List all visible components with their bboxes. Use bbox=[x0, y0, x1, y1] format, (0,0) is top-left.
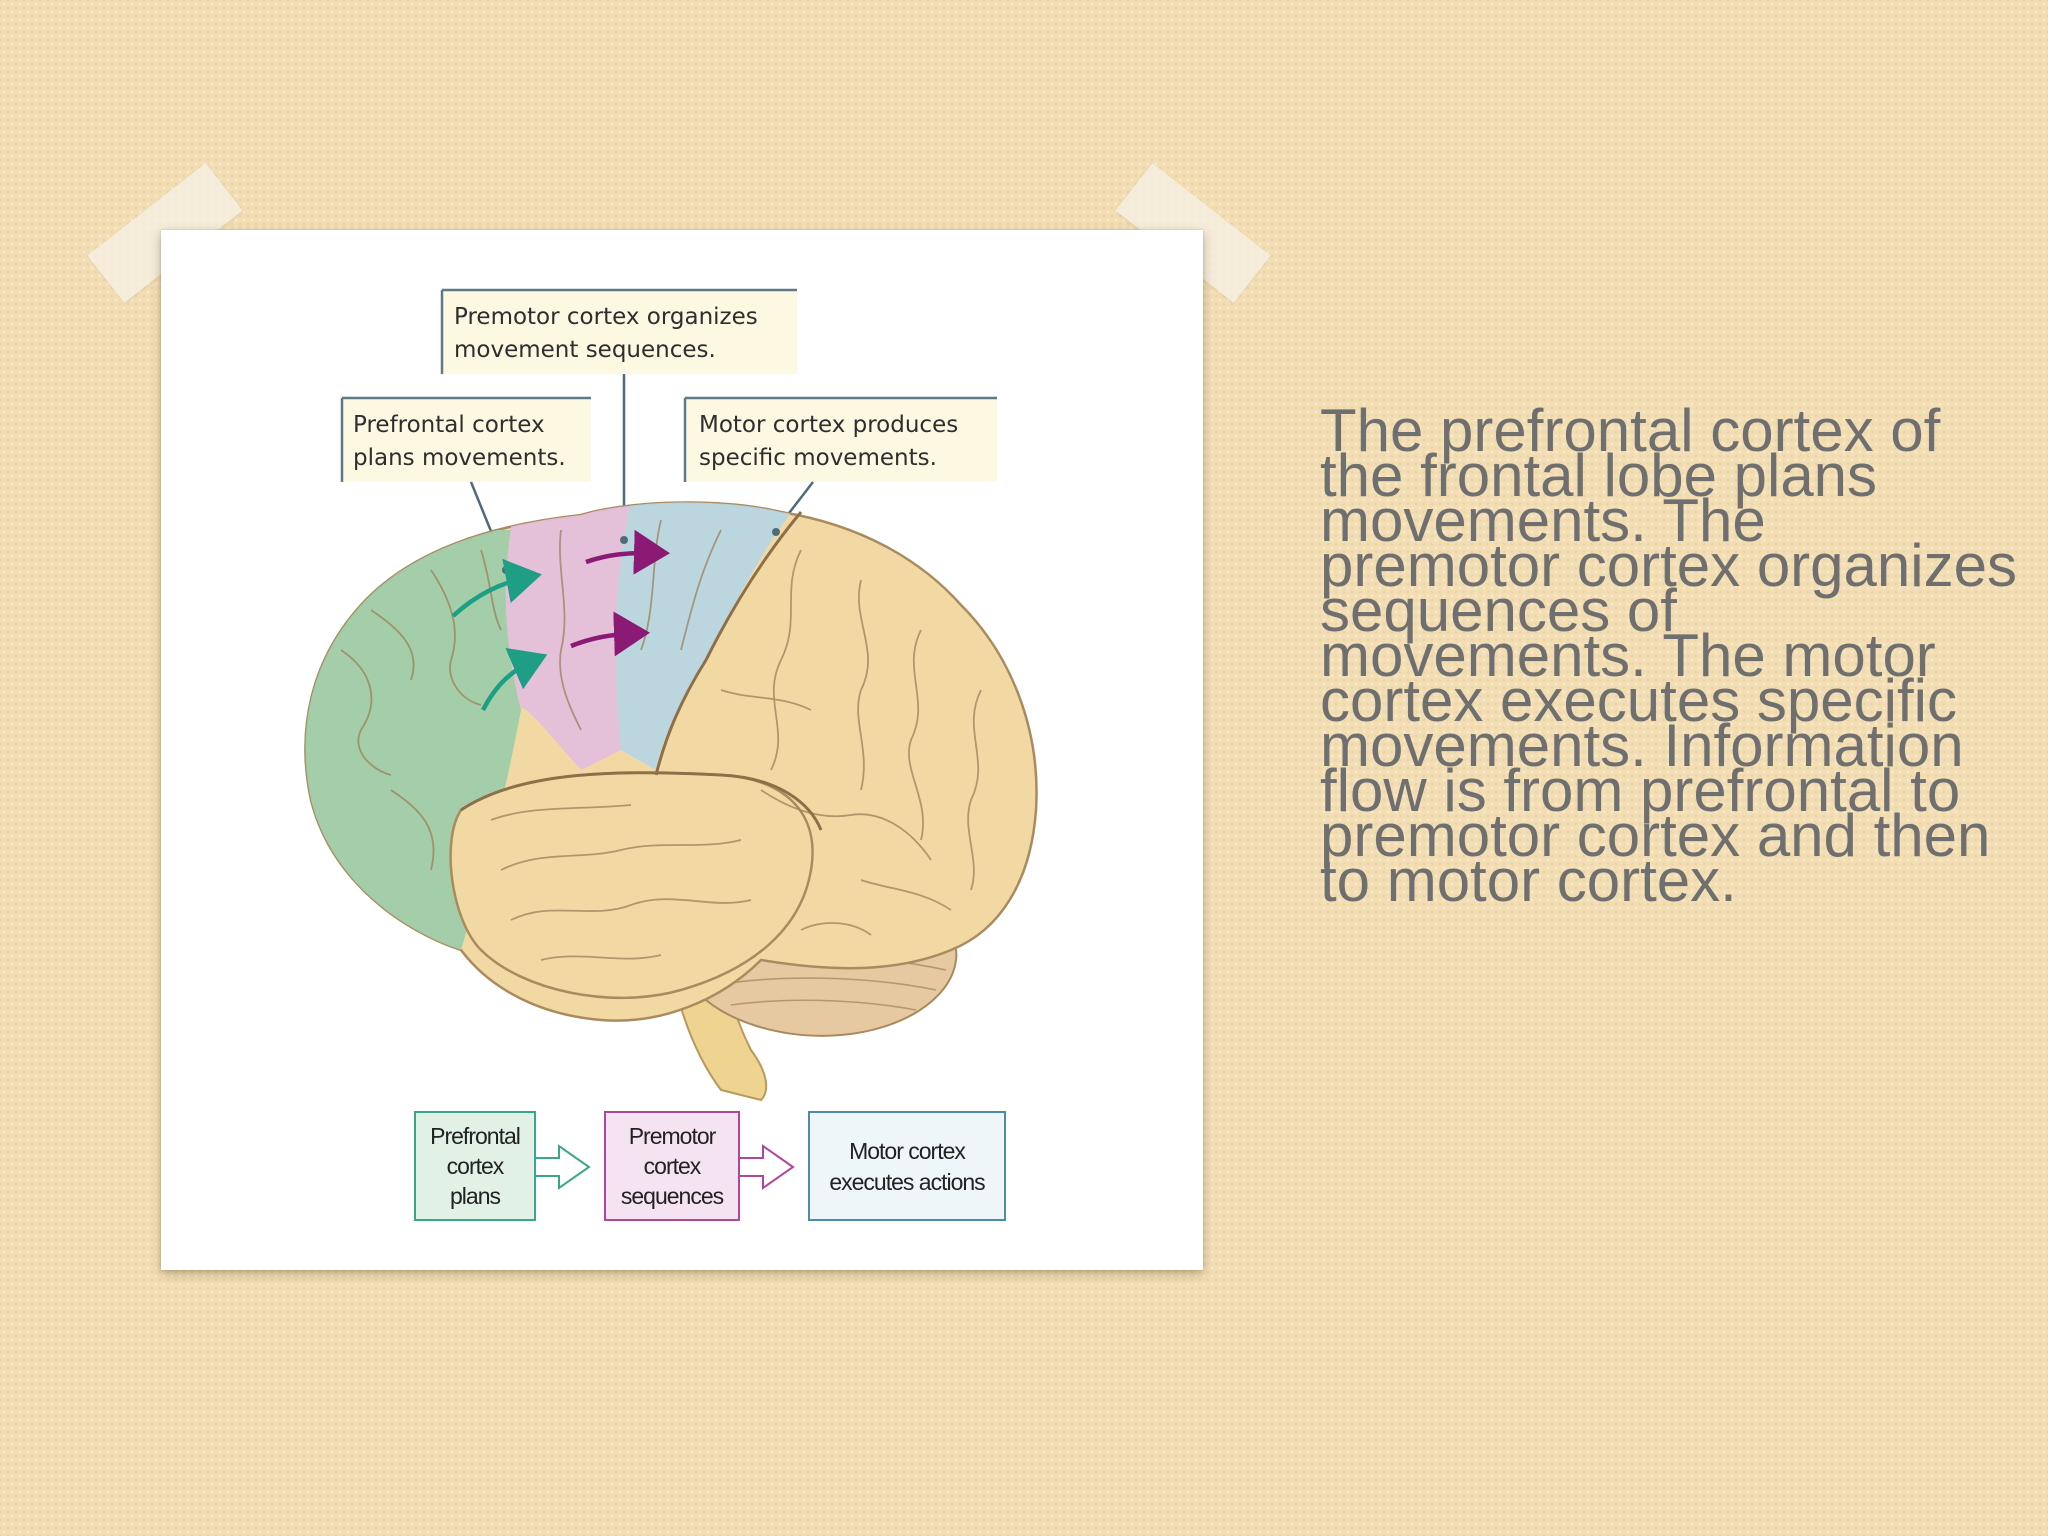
flow-box-prefrontal-line1: Prefrontal bbox=[430, 1123, 520, 1149]
central-sulcus bbox=[654, 511, 803, 776]
flow-box-premotor-line1: Premotor bbox=[629, 1123, 717, 1149]
callout-premotor-line1: Premotor cortex organizes bbox=[454, 304, 758, 330]
arrow-purple-upper bbox=[585, 529, 670, 575]
callout-premotor: Premotor cortex organizes movement seque… bbox=[440, 288, 797, 374]
lateral-fissure bbox=[460, 771, 823, 831]
callout-premotor-line2: movement sequences. bbox=[454, 337, 716, 363]
flow-box-prefrontal-line3: plans bbox=[450, 1183, 500, 1209]
callout-prefrontal-line2: plans movements. bbox=[353, 445, 566, 471]
premotor-dot bbox=[620, 536, 628, 544]
arrow-green-upper bbox=[451, 558, 542, 618]
flow-box-premotor: Premotor cortex sequences bbox=[604, 1111, 740, 1221]
slide-body-text: The prefrontal cortex of the frontal lob… bbox=[1320, 397, 2017, 914]
brain-diagram: Premotor cortex organizes movement seque… bbox=[304, 288, 1038, 1221]
flow-box-prefrontal: Prefrontal cortex plans bbox=[414, 1111, 536, 1221]
arrow-purple-lower bbox=[570, 611, 650, 657]
callout-motor: Motor cortex produces specific movements… bbox=[683, 396, 997, 482]
flow-box-motor-line1: Motor cortex bbox=[849, 1138, 966, 1164]
flow-arrow-1 bbox=[534, 1144, 591, 1190]
flow-box-motor: Motor cortex executes actions bbox=[808, 1111, 1006, 1221]
callout-motor-line2: specific movements. bbox=[699, 445, 937, 471]
prefrontal-dot bbox=[502, 566, 510, 574]
brain-diagram-photo: Premotor cortex organizes movement seque… bbox=[161, 230, 1203, 1270]
flow-box-premotor-line2: cortex bbox=[644, 1153, 702, 1179]
brain-flow-arrows bbox=[451, 529, 670, 712]
flow-box-prefrontal-line2: cortex bbox=[447, 1153, 505, 1179]
callout-prefrontal-line1: Prefrontal cortex bbox=[353, 412, 545, 438]
flow-box-motor-line2: executes actions bbox=[829, 1169, 985, 1195]
callout-prefrontal: Prefrontal cortex plans movements. bbox=[340, 396, 591, 482]
flow-arrow-2 bbox=[738, 1144, 795, 1190]
flow-box-premotor-line3: sequences bbox=[621, 1183, 724, 1209]
callout-motor-line1: Motor cortex produces bbox=[699, 412, 958, 438]
arrow-green-lower bbox=[481, 647, 548, 712]
brain-illustration bbox=[304, 501, 1038, 1102]
motor-dot bbox=[772, 528, 780, 536]
